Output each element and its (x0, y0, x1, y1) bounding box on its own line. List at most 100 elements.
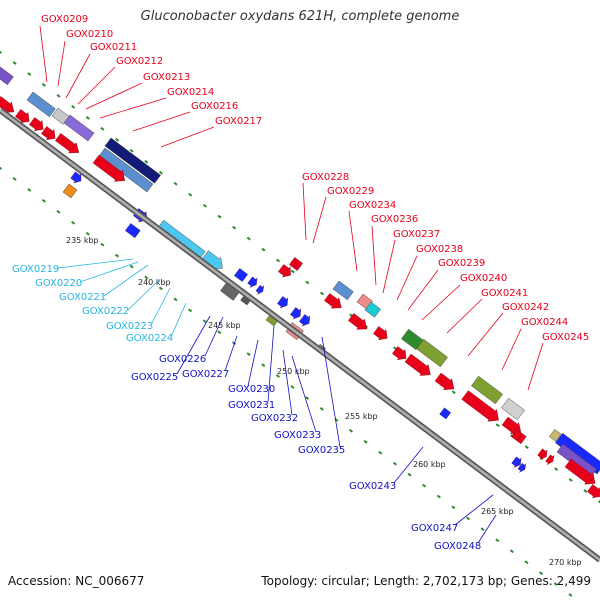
gene-feature (125, 223, 141, 239)
gene-feature (277, 296, 289, 309)
gene-feature (324, 293, 342, 309)
tick-mark (275, 374, 280, 378)
label-leader (132, 111, 191, 132)
gene-feature (55, 133, 79, 154)
label-leader (446, 298, 483, 334)
gene-feature (332, 280, 354, 301)
tick-mark (480, 527, 485, 532)
label-leader (421, 284, 461, 321)
gene-label: GOX0210 (66, 29, 113, 40)
gene-feature (70, 171, 82, 184)
tick-mark (568, 593, 573, 597)
tick-mark (0, 50, 3, 54)
label-leader (99, 97, 167, 119)
gene-feature (26, 91, 56, 118)
gene-feature (416, 338, 448, 368)
gene-label: GOX0220 (35, 278, 82, 289)
tick-mark (422, 483, 427, 488)
tick-mark (144, 159, 149, 164)
gene-feature (0, 96, 15, 113)
tick-mark (319, 291, 325, 296)
tick-mark (305, 396, 310, 400)
tick-marks (0, 50, 600, 597)
gene-label: GOX0240 (460, 273, 507, 284)
gene-feature (517, 462, 527, 473)
tick-mark (158, 286, 163, 291)
gene-label: GOX0229 (327, 186, 374, 197)
gene-feature (511, 456, 522, 468)
tick-mark (114, 253, 120, 258)
tick-mark (41, 83, 46, 87)
tick-mark (275, 258, 281, 263)
gene-label: GOX0223 (106, 321, 153, 332)
gene-label: GOX0212 (116, 56, 163, 67)
gene-label: GOX0224 (126, 333, 173, 344)
label-leader (321, 336, 341, 448)
accession-text: Accession: NC_006677 (8, 574, 145, 588)
gene-label: GOX0213 (143, 72, 190, 83)
gene-label: GOX0221 (59, 292, 106, 303)
tick-mark (407, 472, 412, 477)
gene-label: GOX0243 (349, 481, 396, 492)
label-leader (39, 25, 48, 83)
gene-label: GOX0247 (411, 523, 458, 534)
label-leader (291, 355, 317, 433)
tick-mark (56, 209, 61, 214)
tick-mark (451, 505, 456, 510)
gene-feature (63, 114, 95, 142)
gene-label: GOX0244 (521, 317, 568, 328)
genome-stats: Topology: circular; Length: 2,702,173 bp… (261, 574, 591, 588)
gene-label: GOX0225 (131, 372, 178, 383)
scale-label: 250 kbp (277, 367, 310, 376)
label-leader (85, 82, 143, 110)
gene-feature (15, 109, 30, 124)
tick-mark (232, 225, 237, 230)
scale-label: 260 kbp (413, 460, 446, 469)
tick-mark (71, 105, 76, 109)
label-leader (467, 312, 504, 357)
gene-feature (62, 183, 78, 199)
tick-mark (451, 390, 456, 395)
gene-feature (404, 353, 431, 376)
gene-feature (461, 390, 499, 422)
tick-mark (188, 308, 193, 313)
gene-label: GOX0245 (542, 332, 589, 343)
tick-mark (261, 363, 266, 367)
tick-mark (290, 269, 295, 274)
gene-label: GOX0216 (191, 101, 238, 112)
gene-feature (289, 257, 303, 271)
label-leader (103, 264, 149, 297)
tick-mark (319, 407, 324, 411)
gene-feature (290, 307, 302, 320)
tick-mark (524, 560, 529, 565)
tick-mark (583, 489, 588, 493)
tick-mark (202, 203, 207, 208)
label-leader (393, 446, 424, 484)
gene-label: GOX0239 (438, 258, 485, 269)
label-leader (204, 316, 224, 357)
label-leader (477, 514, 497, 544)
scale-label: 240 kbp (138, 278, 171, 287)
tick-mark (27, 188, 32, 192)
label-leader (65, 53, 91, 99)
scale-label: 265 kbp (481, 507, 514, 516)
tick-mark (261, 247, 266, 252)
label-leader (170, 302, 187, 338)
label-leader (371, 225, 377, 286)
tick-mark (100, 126, 105, 131)
gene-label: GOX0241 (481, 288, 528, 299)
gene-label: GOX0211 (90, 42, 137, 53)
gene-feature (471, 375, 503, 405)
gene-feature (501, 397, 525, 421)
label-leader (348, 210, 358, 272)
gene-label: GOX0227 (182, 369, 229, 380)
label-leader (267, 325, 275, 403)
tick-mark (378, 450, 383, 455)
tick-mark (553, 582, 558, 586)
gene-label: GOX0232 (251, 413, 298, 424)
gene-label: GOX0209 (41, 14, 88, 25)
tick-mark (305, 280, 310, 285)
tick-mark (539, 571, 544, 576)
